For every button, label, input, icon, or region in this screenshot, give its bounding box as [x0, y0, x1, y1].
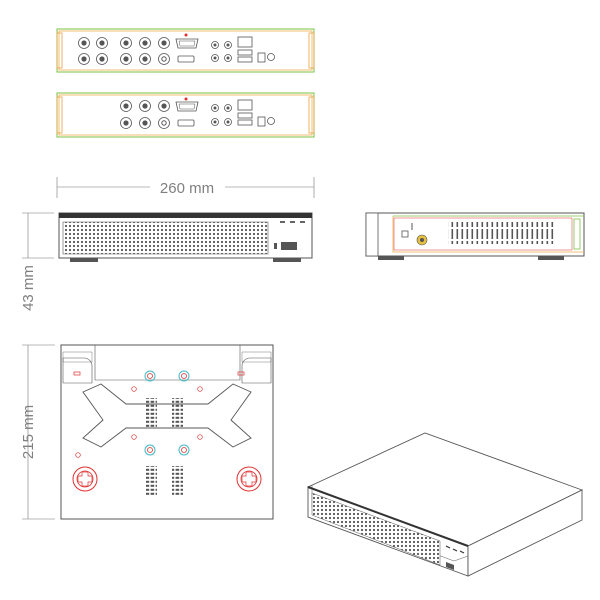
depth-dimension: 215 mm	[20, 344, 55, 520]
audio-jacks	[211, 41, 232, 62]
vga-port	[175, 33, 199, 49]
height-label: 43 mm	[20, 265, 37, 311]
front-usb-port	[281, 242, 297, 250]
bnc-connectors	[120, 100, 170, 129]
terminal-block	[257, 52, 266, 63]
bottom-view	[60, 344, 274, 520]
foot	[70, 258, 98, 262]
rear-panel-4ch	[56, 92, 315, 138]
ethernet-port	[237, 36, 253, 48]
width-label: 260 mm	[160, 180, 214, 197]
screw-holes	[75, 370, 203, 458]
depth-label: 215 mm	[20, 405, 37, 459]
foot	[273, 258, 301, 262]
usb-ports	[237, 49, 253, 63]
power-jack	[267, 53, 275, 61]
usb-ports	[237, 112, 253, 126]
isometric-view	[306, 432, 584, 577]
terminal-block	[257, 116, 266, 127]
bnc-connectors	[78, 37, 170, 65]
rear-panel-8ch	[56, 28, 315, 73]
foot	[378, 256, 404, 260]
rubber-foot	[236, 466, 262, 492]
width-dimension: 260 mm	[56, 177, 315, 198]
hdmi-port	[177, 55, 195, 63]
side-view	[365, 212, 585, 260]
front-view	[58, 212, 313, 262]
vga-port	[175, 97, 199, 112]
audio-jacks	[211, 104, 232, 126]
ethernet-port	[237, 99, 253, 111]
foot	[538, 256, 564, 260]
height-dimension: 43 mm	[20, 212, 54, 311]
rubber-foot	[72, 466, 98, 492]
hdmi-port	[177, 119, 195, 127]
power-jack	[267, 117, 275, 125]
